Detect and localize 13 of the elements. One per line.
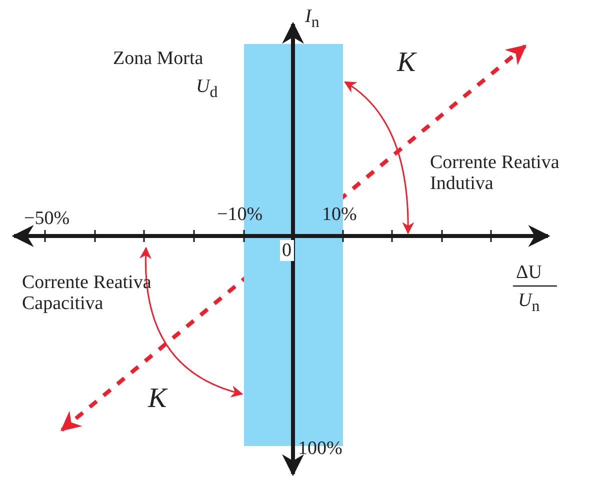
axis-label: I$_{n}$: [305, 6, 320, 33]
tick-label: −10%: [217, 204, 263, 225]
region-label: Corrente Reativa Indutiva: [430, 152, 560, 194]
zone-symbol: U$_{d}$: [196, 76, 218, 103]
tick-label: −50%: [24, 208, 70, 229]
gain-symbol: K: [397, 52, 416, 73]
origin-label: 0: [280, 240, 294, 261]
axis-label: U$_{n}$: [518, 290, 540, 317]
axis-label: ΔU: [516, 262, 542, 283]
tick-label: 100%: [298, 438, 342, 459]
tick-label: 10%: [322, 204, 357, 225]
zone-label: Zona Morta: [113, 48, 204, 69]
gain-symbol: K: [148, 388, 167, 409]
